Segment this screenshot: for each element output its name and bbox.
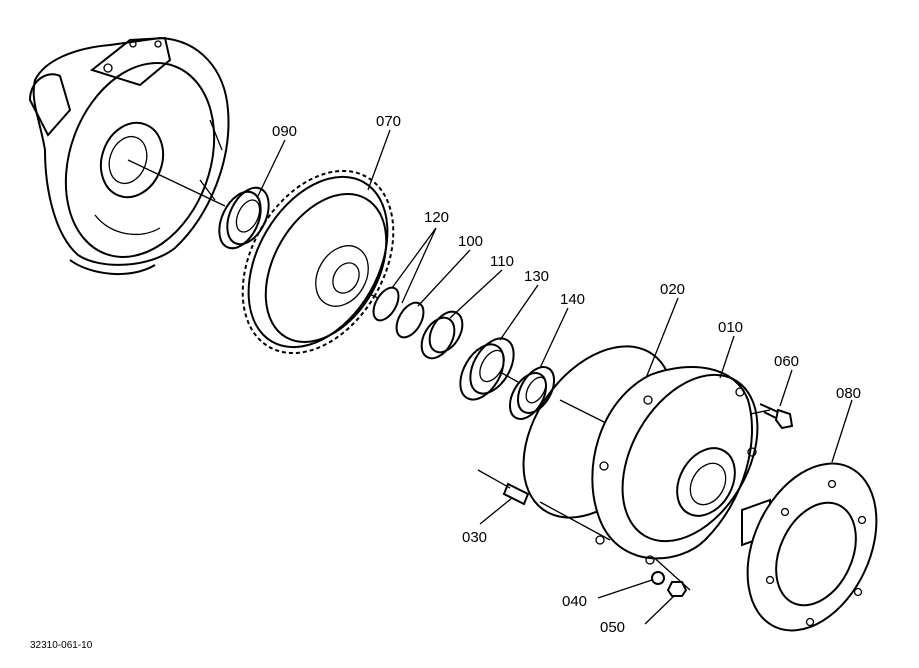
- bearing-130: [459, 337, 515, 401]
- label-080: 080: [836, 385, 861, 402]
- label-140: 140: [560, 291, 585, 308]
- snap-ring-120: [372, 286, 400, 322]
- part-labels: 090 070 120 100 110 130 140 020 010 060 …: [272, 113, 861, 636]
- bolt-060: [759, 403, 794, 430]
- label-070: 070: [376, 113, 401, 130]
- drawing-code: 32310-061-10: [30, 640, 93, 651]
- nut-050: [666, 581, 688, 597]
- label-060: 060: [774, 353, 799, 370]
- cover-010: [591, 366, 759, 565]
- label-010: 010: [718, 319, 743, 336]
- washer-040: [651, 571, 665, 585]
- leader-lines: [257, 129, 853, 625]
- label-120: 120: [424, 209, 449, 226]
- bearing-090: [218, 186, 270, 250]
- label-130: 130: [524, 268, 549, 285]
- flange-080: [741, 462, 878, 632]
- ring-gear-070: [241, 169, 395, 355]
- label-110: 110: [490, 253, 514, 270]
- label-100: 100: [458, 233, 483, 250]
- label-040: 040: [562, 593, 587, 610]
- label-020: 020: [660, 281, 685, 298]
- collar-110: [420, 310, 464, 360]
- bearing-140: [508, 366, 556, 420]
- gear-housing: [28, 36, 230, 276]
- stud-030: [502, 482, 530, 506]
- label-090: 090: [272, 123, 297, 140]
- label-050: 050: [600, 619, 625, 636]
- label-030: 030: [462, 529, 487, 546]
